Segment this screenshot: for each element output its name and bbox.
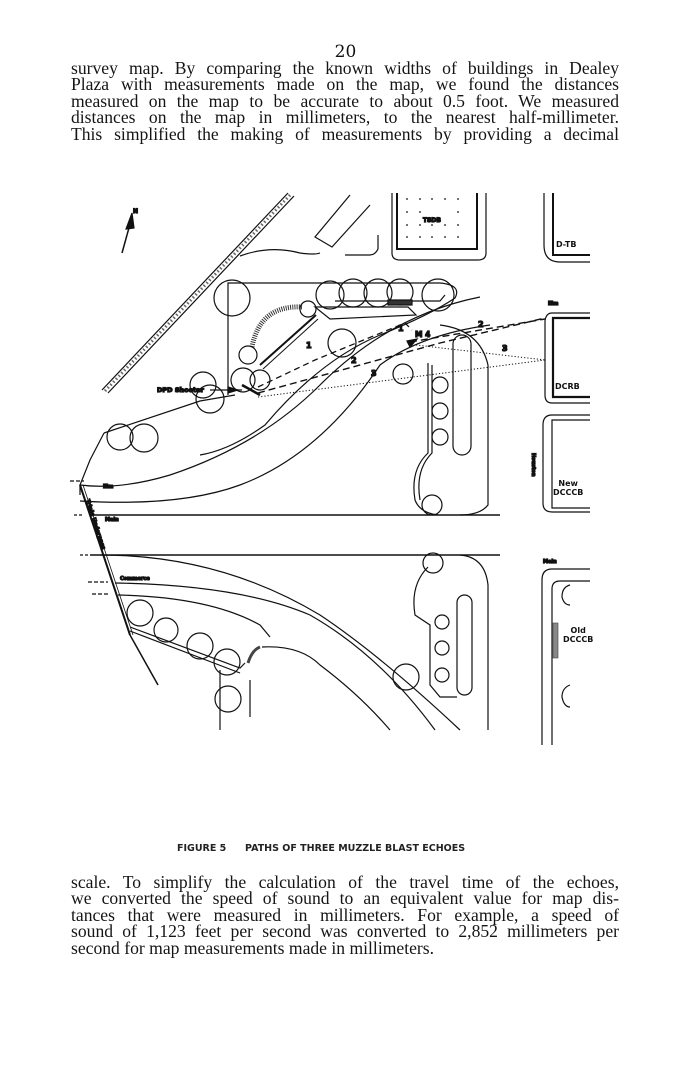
microphone-m4-marker: M 4 [406, 329, 431, 349]
echo-path-2: 2 2 [257, 317, 546, 394]
text-line: scale. To simplify the calculation of th… [71, 872, 619, 892]
label-main-left: Main [105, 517, 119, 523]
label-tsdb: TSDB [423, 217, 441, 224]
label-dtb-text: D-TB [556, 240, 577, 249]
label-m4: M 4 [415, 330, 430, 339]
houston-block-north [413, 324, 489, 516]
text-line: measured on the map to be accurate to ab… [71, 90, 619, 111]
body-paragraph-bottom: scale. To simplify the calculation of th… [71, 872, 619, 958]
elm-street [79, 296, 491, 503]
label-old-dcccb: Old DCCCB [563, 626, 594, 644]
text-line: Plaza with measurements made on the map,… [71, 74, 619, 95]
figure-title: PATHS OF THREE MUZZLE BLAST ECHOES [245, 843, 466, 854]
text-line: we converted the speed of sound to an eq… [71, 888, 619, 909]
label-new: New [558, 479, 578, 488]
upper-road-base [345, 235, 379, 256]
body-paragraph-top: survey map. By comparing the known width… [71, 58, 619, 144]
path-label-2-reflect: 2 [478, 320, 484, 329]
echo-path-3: 3 3 [257, 343, 546, 398]
path-label-2: 2 [351, 356, 357, 365]
north-pergola-area [189, 278, 458, 456]
label-dcccb-old: DCCCB [563, 635, 594, 644]
label-dcccb-new: DCCCB [553, 488, 584, 497]
triple-underpass [79, 484, 159, 686]
figure-number: FIGURE 5 [177, 843, 227, 854]
upper-curb [239, 249, 321, 257]
label-elm-left: Elm [103, 484, 113, 490]
label-houston: Houston [530, 453, 536, 477]
dealey-plaza-map-figure: N TSDB Elm [60, 185, 660, 745]
north-arrow-icon: N [121, 207, 139, 254]
path-label-3-reflect: 3 [502, 344, 508, 353]
railroad-track [101, 192, 295, 394]
houston-block-south [392, 552, 489, 730]
page-number: 20 [334, 42, 357, 62]
text-line: This simplified the making of measuremen… [71, 123, 619, 144]
label-dcrb-text: DCRB [555, 382, 580, 391]
building-dtb [543, 193, 590, 263]
label-dcrb: DCRB [555, 382, 580, 391]
commerce-street [88, 554, 461, 731]
path-label-1-reflect: 1 [398, 324, 404, 333]
dpd-shooter-marker: DPD Shooter [156, 383, 261, 397]
label-dpd-shooter: DPD Shooter [157, 386, 205, 394]
label-new-dcccb: New DCCCB [553, 479, 584, 497]
label-elm-right: Elm [548, 301, 558, 307]
path-label-1: 1 [306, 341, 312, 350]
building-dcrb [544, 312, 590, 404]
building-new-dcccb [542, 414, 590, 513]
text-line: second for map measurements made in mill… [71, 937, 435, 958]
path-label-3: 3 [371, 369, 377, 378]
text-line: distances on the map in millimeters, to … [71, 107, 619, 128]
building-tsdb: TSDB [391, 193, 487, 261]
label-main-right: Main [543, 559, 557, 565]
text-line: tances that were measured in millimeters… [71, 904, 619, 925]
upper-road-angle [314, 194, 371, 248]
north-label: N [133, 208, 138, 215]
label-dtb: D-TB [556, 240, 577, 249]
text-line: sound of 1,123 feet per second was conve… [71, 921, 619, 942]
text-line: survey map. By comparing the known width… [71, 58, 619, 78]
label-triple-underpass: Triple Underpass [84, 499, 106, 551]
echo-path-1: 1 1 [257, 322, 413, 388]
building-old-dcccb: Main [541, 558, 590, 745]
label-old: Old [570, 626, 586, 635]
main-street [74, 514, 500, 556]
label-commerce: Commerce [120, 576, 150, 582]
south-pergola-area [126, 599, 391, 731]
